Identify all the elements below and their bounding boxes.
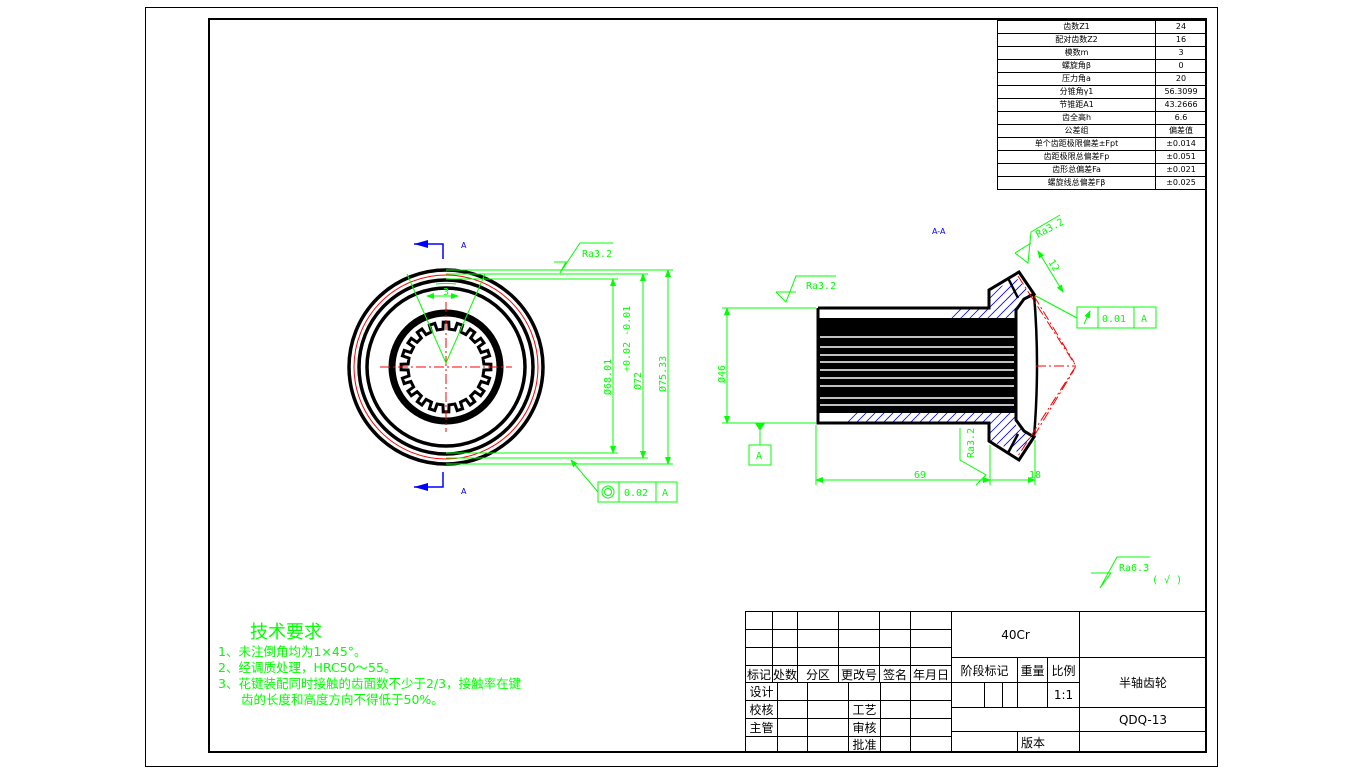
dim-d75: Ø75.33 <box>657 356 669 392</box>
dim-d72-tol: +0.02 -0.01 <box>622 306 633 372</box>
section-arrow-top <box>414 243 444 259</box>
tech-item: 3、花键装配同时接触的齿面数不少于2/3，接触率在键 <box>218 676 522 691</box>
outer-circle <box>347 268 545 466</box>
dim-12: 12 <box>1045 258 1061 274</box>
tech-item: 2、经调质处理，HRC50～55。 <box>218 660 397 675</box>
section-label-top: A <box>461 241 467 250</box>
tech-item: 齿的长度和高度方向不得低于50%。 <box>241 692 444 707</box>
roughness-shaft: Ra3.2 <box>806 281 836 292</box>
param-row: 螺旋线总偏差Fβ±0.025 <box>997 176 1207 190</box>
sheet-outer-border <box>145 7 1218 767</box>
slant-datum: A <box>1141 314 1147 325</box>
dim-d68: Ø68.01 <box>602 359 614 395</box>
param-value: ±0.025 <box>1155 176 1207 190</box>
drawing-frame <box>208 18 1207 753</box>
section-arrow-bottom <box>414 472 444 488</box>
dim-18: 18 <box>1029 470 1041 481</box>
slant-value: 0.01 <box>1102 314 1126 325</box>
param-name: 螺旋线总偏差Fβ <box>997 176 1156 190</box>
tech-item: 1、未注倒角均为1×45°。 <box>218 644 367 659</box>
param-row: 单个齿距极限偏差±Fpt±0.014 <box>997 137 1207 151</box>
runout-value: 0.02 <box>624 488 648 499</box>
tech-title: 技术要求 <box>250 622 322 643</box>
bore-ring <box>388 309 504 425</box>
spline-dim-text: 3 <box>443 287 449 298</box>
dim-69: 69 <box>914 470 926 481</box>
general-roughness-value: Ra6.3 <box>1119 563 1149 574</box>
slant-runout-frame <box>1076 306 1157 329</box>
datum-a-label: A <box>756 451 762 462</box>
technical-requirements: 技术要求 1、未注倒角均为1×45°。 2、经调质处理，HRC50～55。 3、… <box>218 622 521 708</box>
spline-bore <box>818 318 1016 413</box>
general-roughness: Ra6.3 ( √ ) <box>1091 556 1182 589</box>
dim-d46: Ø46 <box>716 365 728 383</box>
internal-spline-profile <box>399 320 493 414</box>
spline-angle-lines <box>406 273 486 365</box>
section-label-bottom: A <box>461 487 467 496</box>
datum-a-box <box>748 444 772 466</box>
roughness-bottom: Ra3.2 <box>966 428 977 458</box>
general-roughness-check: ( √ ) <box>1152 574 1182 586</box>
runout-frame <box>597 481 678 503</box>
runout-datum: A <box>662 488 668 499</box>
hub-circle <box>365 286 527 448</box>
section-view: A-A Ø46 A 69 18 Ra3.2 Ra3.2 Ra3.2 12 <box>716 214 1157 486</box>
flange-circle <box>357 278 535 456</box>
part-outline <box>816 269 1037 463</box>
pitch-circle <box>353 274 539 460</box>
roughness-text: Ra3.2 <box>582 249 612 260</box>
title-cell <box>1079 731 1207 753</box>
section-view-title: A-A <box>932 227 946 236</box>
dim-d72: Ø72 <box>632 372 644 390</box>
front-view: 3 A A Ø68.01 Ø72 +0.02 -0.01 Ø75.33 Ra3.… <box>347 240 678 503</box>
roughness-symbol <box>554 242 613 274</box>
